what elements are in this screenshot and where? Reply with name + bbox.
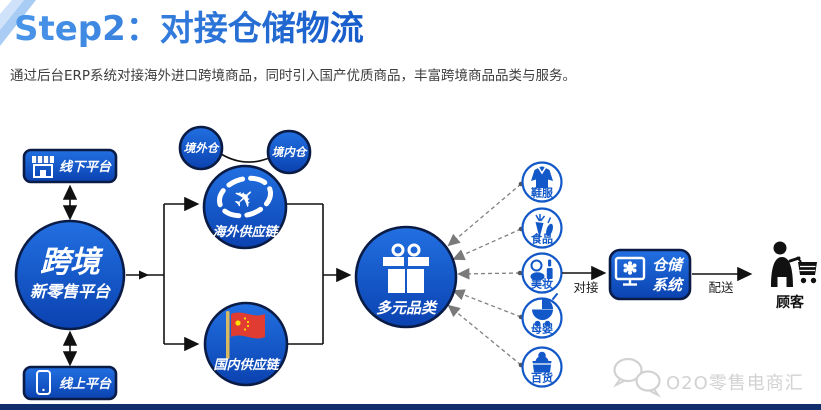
offline-platform-node: 线下平台	[22, 148, 118, 184]
shopper-cart-icon	[771, 241, 817, 287]
connect-arrow-label: 对接	[573, 280, 599, 295]
category-label-apparel: 鞋服	[531, 186, 554, 200]
overseas-warehouse-node: 境外仓	[178, 125, 224, 171]
categories-hub-node: 多元品类	[354, 225, 458, 329]
smartphone-icon	[36, 370, 51, 395]
overseas-warehouse-label: 境外仓	[184, 141, 220, 155]
category-label-food: 食品	[531, 232, 553, 246]
overseas-supply-chain-node: ✈ 海外供应链	[202, 164, 288, 250]
warehouse-system-line1: 仓储	[652, 256, 685, 274]
chat-bubbles-logo	[613, 357, 661, 398]
category-node-beauty: 美妆	[521, 252, 563, 294]
category-node-maternity: 母婴	[521, 293, 563, 339]
stroller-icon	[532, 293, 558, 327]
offline-platform-label: 线下平台	[59, 159, 112, 175]
corner-ribbon-decoration	[0, 0, 36, 46]
platform-hub-line2: 新零售平台	[30, 282, 111, 301]
domestic-warehouse-label: 境内仓	[272, 145, 308, 159]
china-flag-icon	[226, 311, 265, 359]
page-subtitle: 通过后台ERP系统对接海外进口跨境商品，同时引入国产优质商品，丰富跨境商品品类与…	[10, 67, 576, 84]
categories-hub-label: 多元品类	[376, 299, 438, 317]
delivery-arrow-label: 配送	[708, 280, 734, 295]
page-title: Step2：对接仓储物流	[14, 9, 364, 49]
category-node-general: 百货	[521, 346, 563, 388]
food-icon	[535, 214, 553, 238]
online-platform-label: 线上平台	[59, 376, 112, 392]
gift-icon	[383, 243, 429, 293]
connector-lines	[62, 153, 352, 367]
cosmetics-icon	[530, 259, 553, 281]
customer-label: 顾客	[776, 294, 805, 311]
customer-node: 顾客	[771, 241, 817, 311]
platform-hub-line1: 跨境	[40, 245, 104, 280]
monitor-gear-icon	[614, 256, 646, 286]
domestic-warehouse-node: 境内仓	[266, 129, 312, 175]
watermark: O2O零售电商汇	[613, 357, 804, 398]
category-node-food: 食品	[521, 207, 563, 249]
warehouse-system-node: 仓储 系统	[608, 248, 692, 301]
platform-hub-node: 跨境 新零售平台	[14, 219, 126, 331]
domestic-supply-chain-node: 国内供应链	[203, 301, 289, 387]
clothing-icon	[531, 166, 553, 188]
domestic-supply-chain-label: 国内供应链	[213, 357, 281, 373]
category-node-apparel: 鞋服	[521, 161, 563, 203]
dashed-category-links	[447, 181, 524, 368]
overseas-supply-chain-label: 海外供应链	[212, 224, 280, 240]
basket-icon	[532, 351, 552, 373]
category-label-maternity: 母婴	[531, 323, 553, 336]
warehouse-system-line2: 系统	[652, 276, 685, 294]
category-label-beauty: 美妆	[531, 277, 553, 291]
watermark-text: O2O零售电商汇	[666, 373, 804, 394]
category-label-general: 百货	[531, 371, 553, 385]
storefront-icon	[32, 156, 54, 178]
bottom-bar	[0, 404, 821, 410]
online-platform-node: 线上平台	[22, 365, 118, 401]
